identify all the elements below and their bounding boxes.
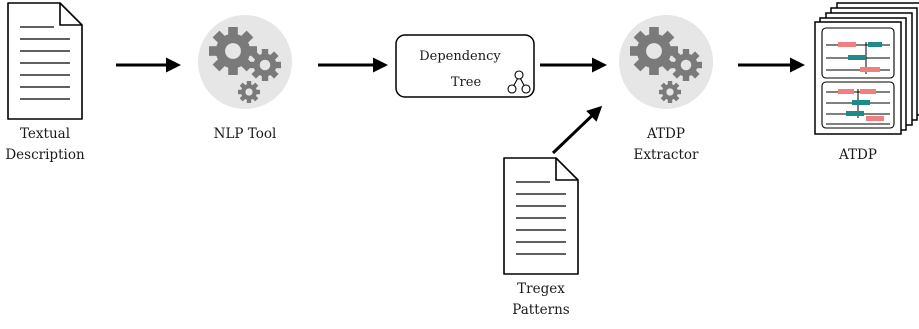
textual-description-node: Textual Description bbox=[5, 2, 85, 163]
extractor-label-line2: Extractor bbox=[634, 147, 700, 163]
atdp-label: ATDP bbox=[838, 147, 877, 163]
textual-label-line1: Textual bbox=[20, 126, 70, 142]
textual-label-line2: Description bbox=[5, 147, 85, 163]
gears-icon bbox=[619, 15, 713, 109]
tregex-patterns-node: Tregex Patterns bbox=[503, 157, 579, 318]
nlp-tool-label: NLP Tool bbox=[214, 126, 277, 142]
tregex-label-line1: Tregex bbox=[517, 281, 565, 297]
arrow-tregex-to-extractor bbox=[551, 105, 603, 155]
document-icon bbox=[7, 2, 83, 120]
tree-label-line1: Dependency bbox=[419, 49, 501, 64]
atdp-extractor-node: ATDP Extractor bbox=[619, 15, 713, 163]
stacked-documents-icon bbox=[814, 2, 919, 135]
tree-label-line2: Tree bbox=[451, 75, 482, 90]
atdp-node: ATDP bbox=[814, 2, 919, 163]
tree-icon bbox=[507, 70, 531, 94]
gears-icon bbox=[198, 15, 292, 109]
extractor-label-line1: ATDP bbox=[646, 126, 685, 142]
nlp-tool-node: NLP Tool bbox=[198, 15, 292, 142]
tregex-label-line2: Patterns bbox=[512, 302, 570, 318]
dependency-tree-node: Dependency Tree bbox=[395, 34, 535, 98]
document-icon bbox=[503, 157, 579, 275]
